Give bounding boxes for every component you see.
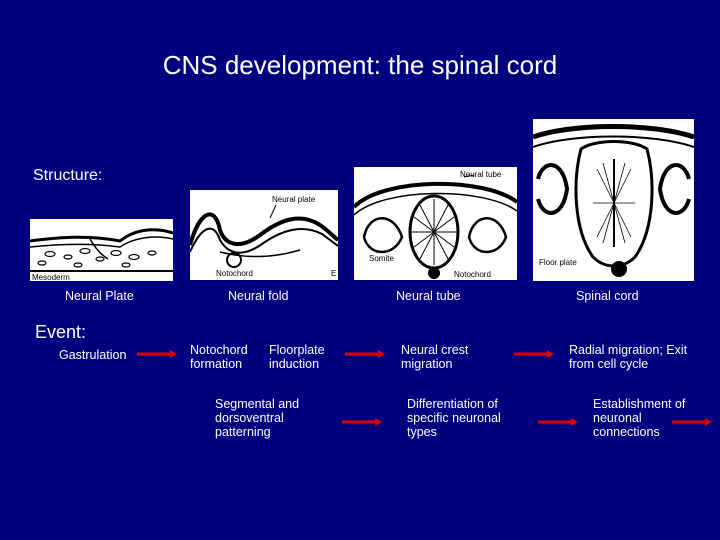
neural-tube-drawing: Neural tube Somite Notochord bbox=[354, 170, 517, 279]
e-inner-label: E bbox=[331, 269, 336, 278]
somite-inner-label: Somite bbox=[369, 254, 394, 263]
arrow-right-icon bbox=[672, 418, 712, 426]
arrow-right-icon bbox=[342, 418, 382, 426]
event-notochord-formation: Notochord formation bbox=[190, 343, 248, 371]
neural-tube-inner-label: Neural tube bbox=[460, 170, 502, 179]
notochord-inner-label: Notochord bbox=[216, 269, 253, 278]
spinal-cord-drawing: Floor plate bbox=[533, 124, 694, 277]
neural-tube-illustration: Neural tube Somite Notochord bbox=[354, 167, 517, 280]
event-floorplate-induction: Floorplate induction bbox=[269, 343, 325, 371]
event-segmental-patterning: Segmental and dorsoventral patterning bbox=[215, 397, 300, 439]
arrow-right-icon bbox=[538, 418, 578, 426]
floor-plate-inner-label: Floor plate bbox=[539, 258, 577, 267]
neural-plate-illustration: Mesoderm bbox=[30, 219, 173, 281]
event-radial-migration: Radial migration; Exit from cell cycle bbox=[569, 343, 688, 371]
stage-label-neural-tube: Neural tube bbox=[396, 289, 461, 303]
mesoderm-label: Mesoderm bbox=[32, 273, 70, 281]
spinal-cord-illustration: Floor plate bbox=[533, 119, 694, 281]
stage-label-neural-fold: Neural fold bbox=[228, 289, 289, 303]
arrow-right-icon bbox=[514, 350, 554, 358]
event-heading: Event: bbox=[35, 322, 87, 342]
neural-fold-drawing: Neural plate Notochord E bbox=[190, 195, 338, 278]
arrow-right-icon bbox=[345, 350, 385, 358]
event-establishment: Establishment of neuronal connections bbox=[593, 397, 686, 439]
neural-fold-illustration: Neural plate Notochord E bbox=[190, 190, 338, 280]
notochord-tube-inner-label: Notochord bbox=[454, 270, 491, 279]
stage-label-neural-plate: Neural Plate bbox=[65, 289, 134, 303]
neural-plate-inner-label: Neural plate bbox=[272, 195, 316, 204]
event-neural-crest-migration: Neural crest migration bbox=[401, 343, 469, 371]
arrow-right-icon bbox=[137, 350, 177, 358]
slide-title: CNS development: the spinal cord bbox=[162, 50, 558, 80]
structure-heading: Structure: bbox=[33, 167, 103, 184]
event-gastrulation: Gastrulation bbox=[59, 348, 127, 362]
event-differentiation: Differentiation of specific neuronal typ… bbox=[407, 397, 501, 439]
stage-label-spinal-cord: Spinal cord bbox=[576, 289, 639, 303]
neural-plate-drawing: Mesoderm bbox=[30, 228, 173, 281]
